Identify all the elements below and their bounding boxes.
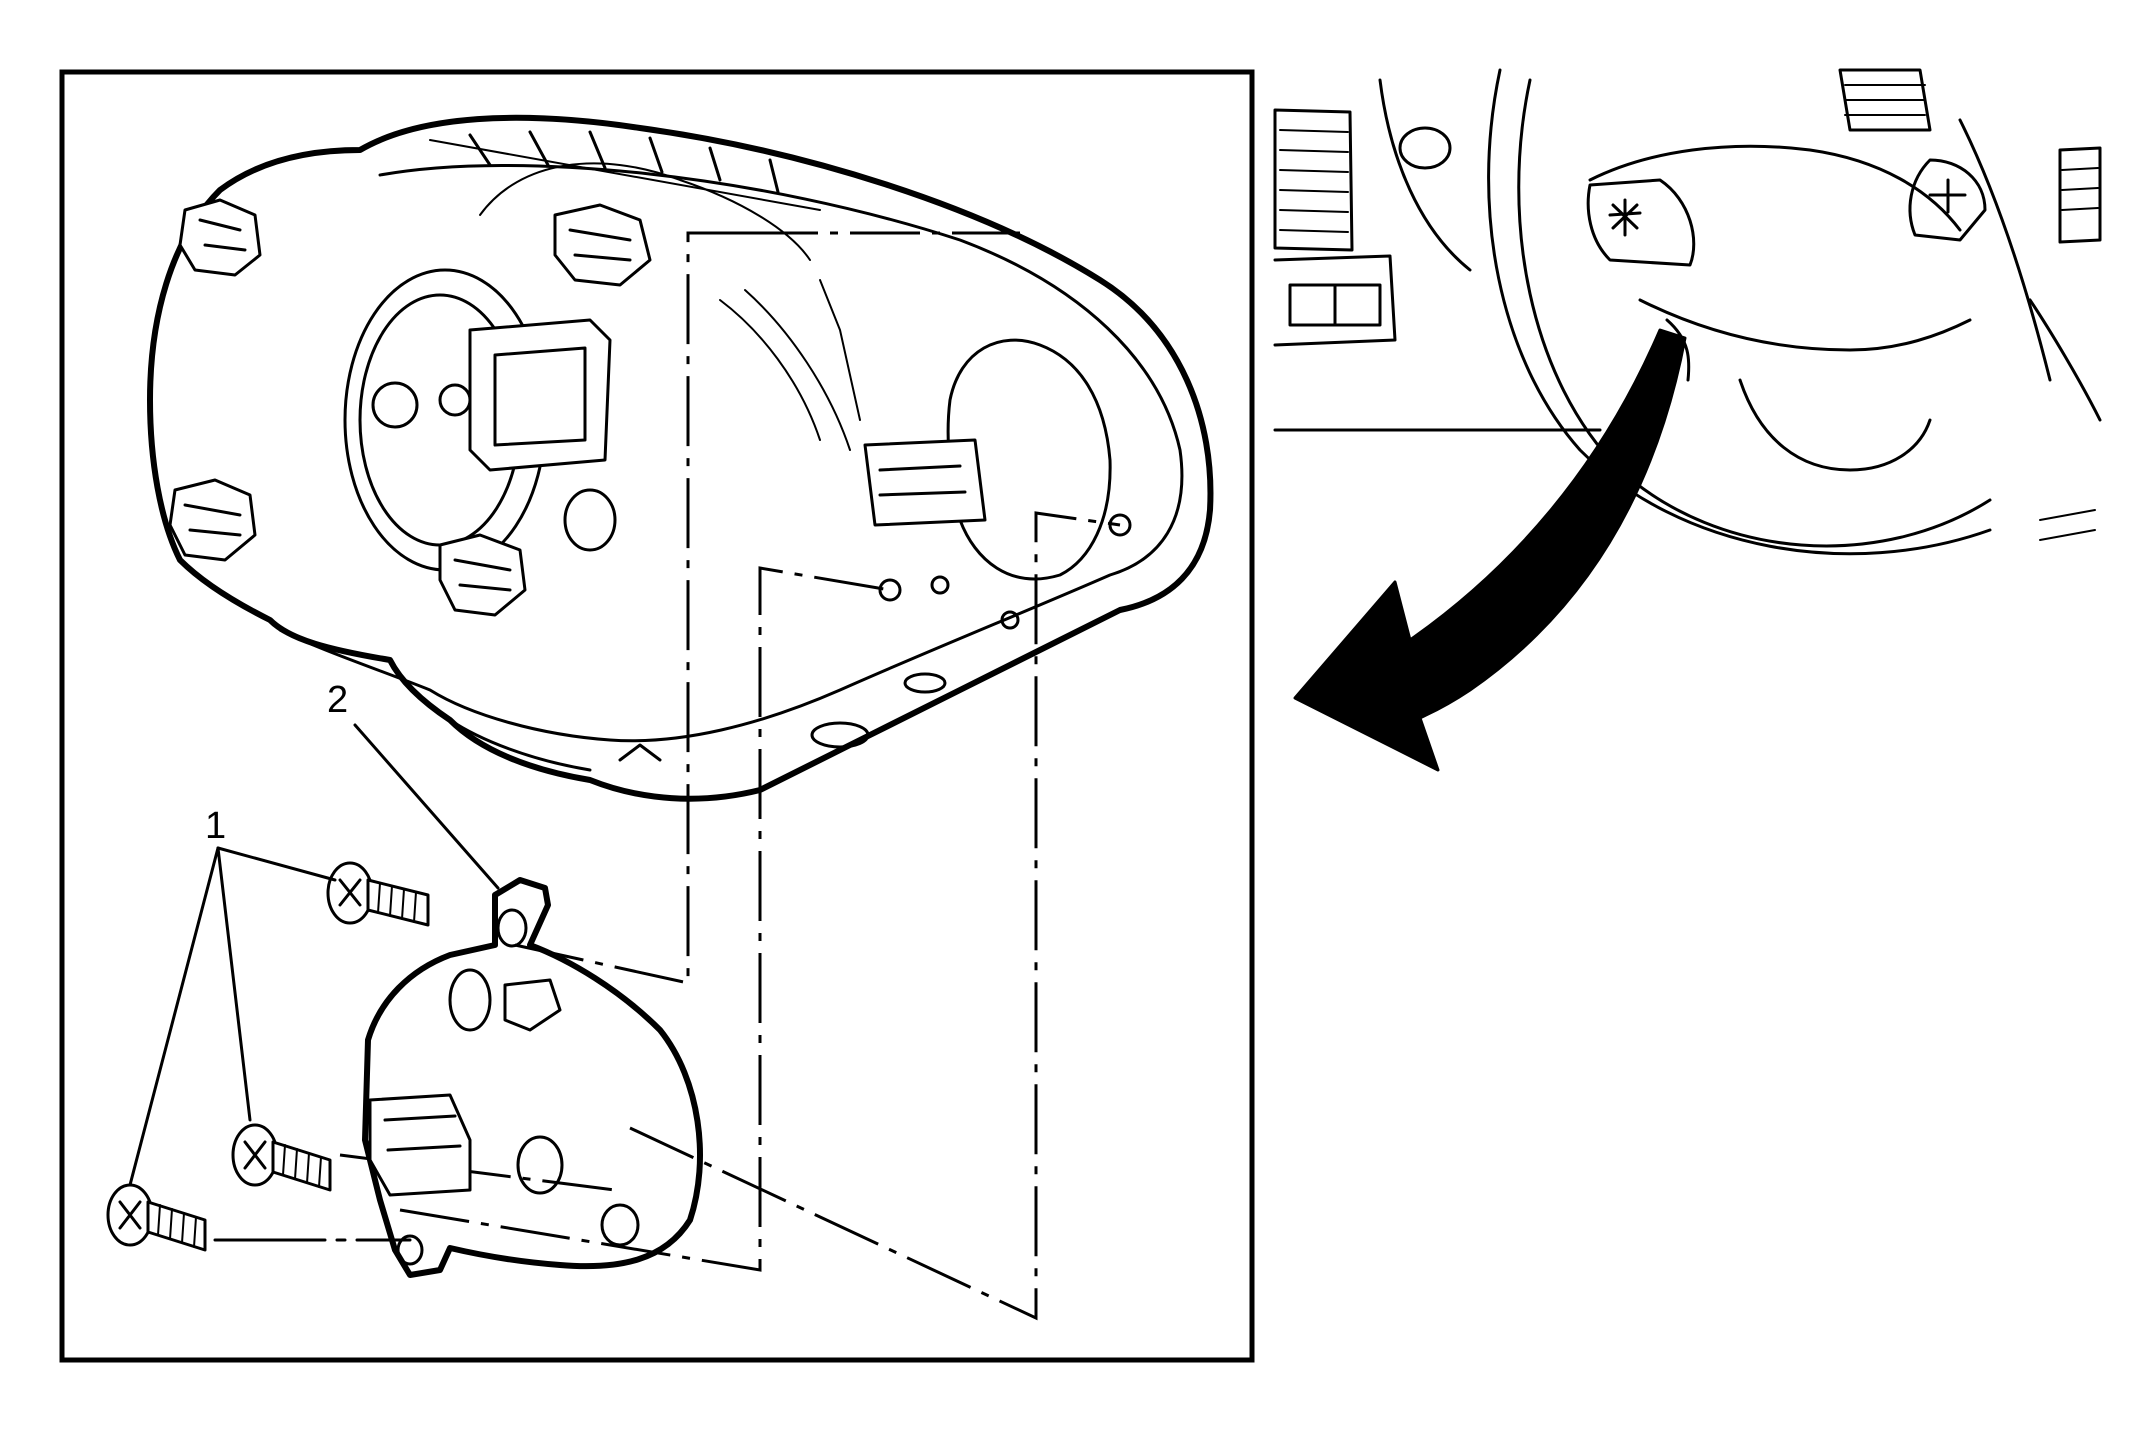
- callout-leaders: [128, 723, 500, 1187]
- bulb-socket: [168, 478, 257, 562]
- mounting-bracket: [362, 877, 703, 1278]
- screw-lower: [106, 1183, 207, 1252]
- bulb-socket: [438, 533, 527, 617]
- alignment-lines: [213, 231, 1121, 1321]
- bulb-socket: [553, 203, 652, 287]
- callout-2: 2: [327, 679, 348, 721]
- instrument-cluster-housing: [147, 114, 1214, 802]
- screw-middle: [231, 1123, 332, 1192]
- screw-upper: [326, 861, 430, 927]
- callout-1: 1: [205, 805, 226, 847]
- bulb-socket: [178, 198, 262, 277]
- curved-arrow-icon: [1293, 318, 1691, 772]
- steering-wheel-icon: [1273, 68, 2102, 556]
